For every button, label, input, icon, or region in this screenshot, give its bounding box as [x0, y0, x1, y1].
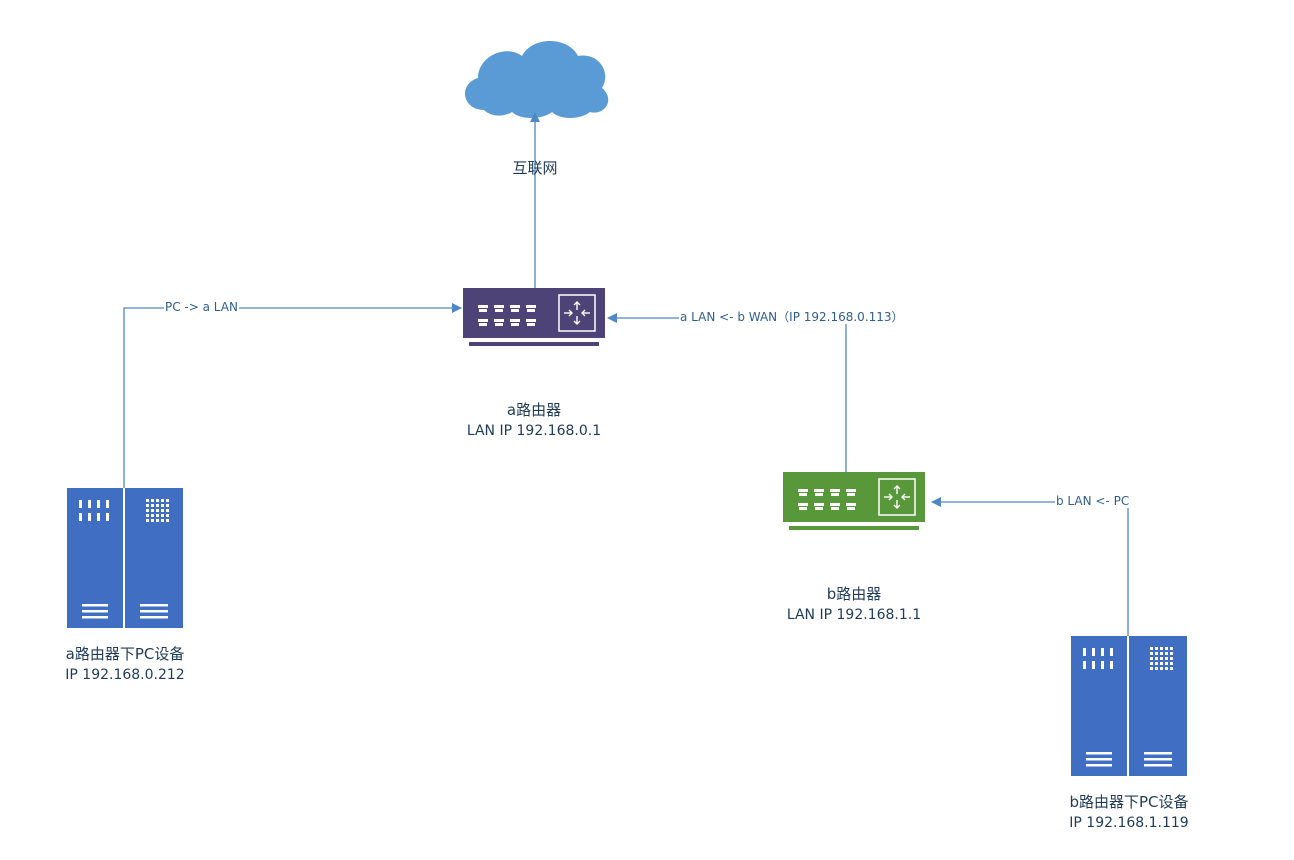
edge-label-router-b-wan: a LAN <- b WAN（IP 192.168.0.113） [679, 310, 905, 324]
router-a-icon [463, 288, 605, 346]
internet-label: 互联网 [495, 158, 575, 179]
edge-label-pc-a: PC -> a LAN [164, 300, 239, 314]
router-a-label: a路由器 LAN IP 192.168.0.1 [434, 400, 634, 442]
router-a-ip: LAN IP 192.168.0.1 [466, 423, 602, 439]
pc-b-icon [1071, 636, 1187, 776]
pc-a-ip: IP 192.168.0.212 [65, 667, 185, 683]
pc-a-to-router-a-line [123, 303, 462, 488]
router-b-icon [783, 472, 925, 530]
edge-label-pc-b: b LAN <- PC [1055, 494, 1131, 508]
connection-lines [123, 112, 1129, 636]
pc-a-icon [67, 488, 183, 628]
pc-a-label: a路由器下PC设备 IP 192.168.0.212 [25, 644, 225, 686]
router-b-ip: LAN IP 192.168.1.1 [786, 607, 922, 623]
pc-b-to-router-b-line [931, 497, 1129, 636]
router-b-to-router-a-line [607, 313, 847, 472]
internet-label-text: 互联网 [512, 159, 558, 177]
router-a-name: a路由器 [506, 401, 562, 419]
router-b-label: b路由器 LAN IP 192.168.1.1 [754, 584, 954, 626]
router-b-name: b路由器 [826, 585, 882, 603]
pc-b-ip: IP 192.168.1.119 [1069, 815, 1189, 831]
pc-b-name: b路由器下PC设备 [1069, 793, 1189, 811]
pc-b-label: b路由器下PC设备 IP 192.168.1.119 [1029, 792, 1229, 834]
pc-a-name: a路由器下PC设备 [65, 645, 185, 663]
internet-cloud-icon [465, 41, 609, 118]
